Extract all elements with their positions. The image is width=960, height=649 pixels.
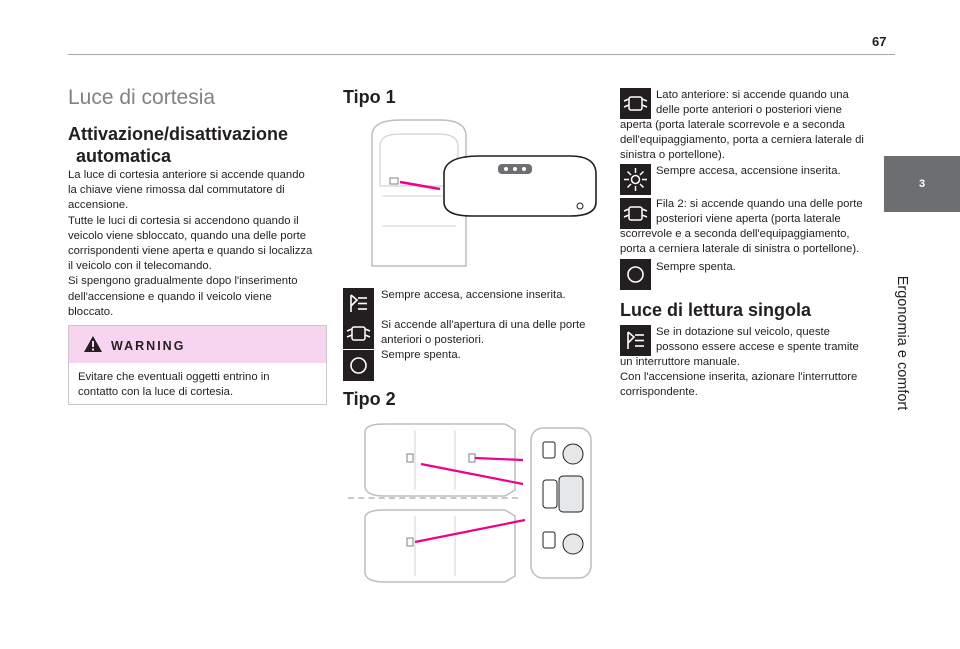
right-item-1-wrap: aperta (porta laterale scorrevole e a se… — [620, 118, 864, 164]
text-line: Sempre spenta. — [381, 349, 461, 362]
warning-header: WARNING — [69, 326, 326, 363]
text-line: scorrevole e a seconda dell'equipaggiame… — [620, 228, 850, 240]
off-circle-icon — [620, 259, 651, 290]
auto-paragraph: La luce di cortesia anteriore si accende… — [68, 168, 330, 320]
text-line: Sempre accesa, accensione inserita. — [656, 165, 841, 177]
text-line: La luce di cortesia anteriore si accende… — [68, 169, 305, 181]
header-rule — [68, 54, 895, 55]
car-doors-icon — [620, 88, 651, 119]
text-line: Sempre spenta. — [656, 261, 736, 273]
text-line: Tutte le luci di cortesia si accendono q… — [68, 214, 299, 227]
text-line: Evitare che eventuali oggetti entrino in — [78, 371, 270, 383]
right-item-3-wrap: scorrevole e a seconda dell'equipaggiame… — [620, 227, 859, 257]
text-line: Si accende all'apertura di una delle por… — [381, 319, 586, 331]
text-line: dell'equipaggiamento, porta a cerniera l… — [620, 134, 864, 147]
text-line: contatto con la luce di cortesia. — [78, 386, 234, 399]
right-item-3: Fila 2: si accende quando una delle port… — [656, 197, 863, 227]
tipo1-heading: Tipo 1 — [343, 87, 396, 107]
text-line: Lato anteriore: si accende quando una — [656, 89, 849, 101]
tipo1-item-2: Si accende all'apertura di una delle por… — [381, 318, 585, 364]
warning-label: WARNING — [111, 339, 186, 353]
auto-heading-1: Attivazione/disattivazione — [68, 124, 289, 144]
text-line: veicolo viene sbloccato, quando una dell… — [68, 229, 307, 242]
tipo1-item-1: Sempre accesa, accensione inserita. — [381, 288, 566, 303]
text-line: Se in dotazione sul veicolo, queste — [656, 326, 830, 338]
text-line: Con l'accensione inserita, azionare l'in… — [620, 371, 858, 384]
text-line: Sempre accesa, accensione inserita. — [381, 289, 566, 301]
warning-triangle-icon — [84, 336, 102, 352]
reading-heading: Luce di lettura singola — [620, 300, 812, 320]
text-line: Si spengono gradualmente dopo l'inserime… — [68, 275, 298, 288]
text-line: accensione. — [68, 199, 129, 212]
text-line: possono essere accese e spente tramite — [656, 341, 859, 354]
warning-text: Evitare che eventuali oggetti entrino in… — [78, 370, 318, 400]
car-doors-icon — [620, 198, 651, 229]
text-line: aperta (porta laterale scorrevole e a se… — [620, 119, 845, 131]
reading-text-wrap: un interruttore manuale. Con l'accension… — [620, 355, 857, 401]
right-item-4: Sempre spenta. — [656, 260, 736, 275]
text-line: il veicolo con il telecomando. — [68, 260, 212, 273]
auto-heading-2: automatica — [76, 146, 172, 166]
text-line: delle porte anteriori o posteriori viene — [656, 104, 842, 117]
text-line: Fila 2: si accende quando una delle port… — [656, 198, 863, 210]
door-light-icon — [343, 288, 374, 319]
divider-dashed — [348, 497, 518, 499]
door-light-icon — [620, 325, 651, 356]
text-line: corrispondenti viene aperta e quando si … — [68, 245, 313, 258]
chapter-number: 3 — [918, 178, 926, 190]
text-line: la chiave viene rimossa dal commutatore … — [68, 184, 285, 197]
reading-text: Se in dotazione sul veicolo, queste poss… — [656, 325, 859, 355]
right-item-1: Lato anteriore: si accende quando una de… — [656, 88, 849, 118]
text-line: sinistra o portellone). — [620, 149, 725, 162]
car-doors-icon — [343, 318, 374, 349]
text-line: posteriori viene aperta (porta laterale — [656, 213, 841, 226]
text-line: bloccato. — [68, 305, 114, 318]
section-title: Luce di cortesia — [68, 86, 216, 109]
text-line: corrispondente. — [620, 386, 698, 399]
tipo2-heading: Tipo 2 — [343, 389, 396, 409]
page-number: 67 — [872, 34, 887, 49]
warning-box: WARNING Evitare che eventuali oggetti en… — [68, 325, 327, 405]
chapter-title-text: Ergonomia e comfort — [894, 275, 910, 411]
text-line: porta a cerniera laterale di sinistra o … — [620, 243, 860, 256]
chapter-title: Ergonomia e comfort — [892, 225, 912, 465]
chapter-tab[interactable]: 3 — [884, 156, 960, 212]
tipo1-illustration — [371, 119, 597, 267]
tipo2-illustration — [364, 423, 592, 583]
text-line: anteriori o posteriori. — [381, 334, 484, 347]
text-line: un interruttore manuale. — [620, 356, 740, 368]
off-circle-icon — [343, 350, 374, 381]
sun-light-icon — [620, 164, 651, 195]
right-item-2: Sempre accesa, accensione inserita. — [656, 164, 841, 179]
text-line: dell'accensione e quando il veicolo vien… — [68, 290, 272, 303]
